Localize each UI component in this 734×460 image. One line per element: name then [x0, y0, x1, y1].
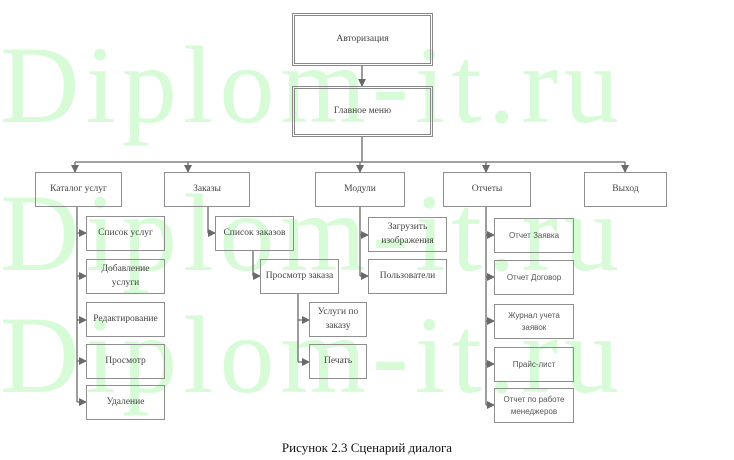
- node-order-services: Услуги по заказу: [309, 302, 367, 337]
- watermark-1: Diplom-it.ru: [0, 24, 626, 146]
- node-report-managers: Отчет по работе менеджеров: [494, 388, 574, 423]
- node-catalog-edit: Редактирование: [86, 302, 165, 337]
- node-authorization: Авторизация: [292, 13, 433, 66]
- node-order-view: Просмотр заказа: [260, 259, 339, 294]
- watermark-2: Diplom-it.ru: [0, 172, 626, 294]
- node-orders: Заказы: [164, 172, 250, 207]
- node-catalog: Каталог услуг: [35, 172, 122, 207]
- node-report-journal: Журнал учета заявок: [494, 304, 574, 339]
- node-exit: Выход: [584, 172, 667, 207]
- node-catalog-delete: Удаление: [86, 385, 165, 420]
- node-catalog-view: Просмотр: [86, 344, 165, 379]
- node-catalog-list: Список услуг: [86, 216, 165, 251]
- node-report-request: Отчет Заявка: [494, 218, 574, 253]
- figure-caption: Рисунок 2.3 Сценарий диалога: [281, 440, 453, 455]
- node-catalog-add: Добавление услуги: [86, 259, 165, 294]
- node-report-contract: Отчет Договор: [494, 260, 574, 295]
- node-order-print: Печать: [309, 344, 367, 379]
- node-modules: Модули: [315, 172, 405, 207]
- node-modules-users: Пользователи: [368, 259, 447, 294]
- node-modules-upload: Загрузить изображения: [368, 217, 447, 252]
- node-reports: Отчеты: [443, 172, 531, 207]
- node-orders-list: Список заказов: [215, 216, 294, 251]
- node-main-menu: Главное меню: [292, 86, 433, 137]
- node-report-pricelist: Прайс-лист: [494, 347, 574, 382]
